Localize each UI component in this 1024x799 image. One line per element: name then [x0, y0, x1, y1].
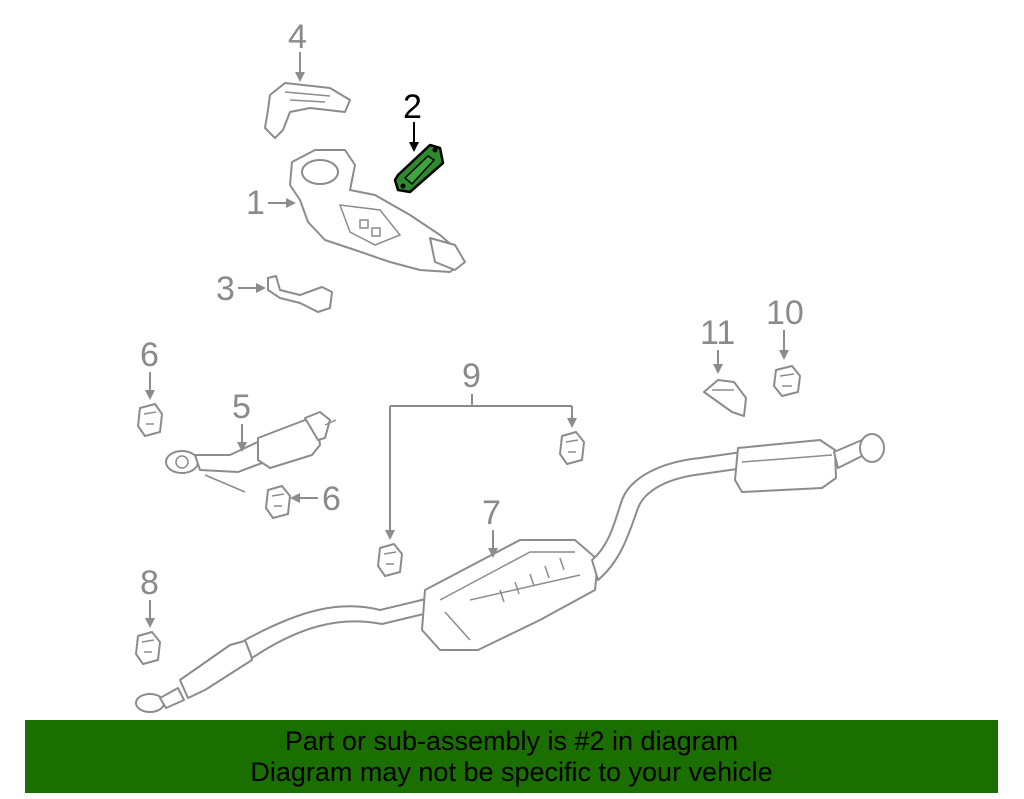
callout-7: 7	[482, 494, 501, 558]
callout-5: 5	[232, 388, 251, 452]
svg-text:5: 5	[232, 388, 251, 426]
part-9-hanger-right[interactable]	[559, 431, 585, 465]
svg-text:6: 6	[322, 480, 341, 518]
part-7-exhaust-pipe-muffler[interactable]	[135, 433, 885, 713]
callout-6-lower: 6	[290, 480, 341, 518]
svg-text:6: 6	[140, 336, 159, 374]
svg-text:4: 4	[288, 18, 307, 56]
callout-10: 10	[766, 294, 804, 360]
part-6-hanger-lower[interactable]	[265, 485, 291, 519]
part-5-front-pipe[interactable]	[165, 411, 337, 493]
svg-text:7: 7	[482, 494, 501, 532]
callout-8: 8	[140, 564, 159, 628]
info-banner: Part or sub-assembly is #2 in diagram Di…	[25, 720, 998, 793]
callout-11: 11	[700, 314, 735, 374]
part-9-hanger-left[interactable]	[377, 543, 403, 577]
banner-line-1: Part or sub-assembly is #2 in diagram	[284, 726, 739, 756]
part-4-heat-shield[interactable]	[264, 82, 351, 139]
svg-text:8: 8	[140, 564, 159, 602]
part-1-exhaust-manifold[interactable]	[289, 149, 466, 273]
part-11-bracket[interactable]	[703, 379, 747, 417]
part-8-hanger[interactable]	[135, 631, 161, 665]
svg-text:2: 2	[403, 88, 422, 126]
callout-9: 9	[385, 357, 577, 540]
part-10-hanger[interactable]	[773, 365, 801, 397]
callout-3: 3	[216, 270, 266, 308]
callout-2: 2	[403, 88, 422, 152]
part-6-hanger-upper[interactable]	[137, 403, 163, 437]
part-2-gasket[interactable]	[393, 143, 445, 194]
svg-text:11: 11	[700, 314, 735, 352]
svg-text:3: 3	[216, 270, 235, 308]
exhaust-parts-diagram: 4 1 2 3	[135, 18, 885, 713]
callout-1: 1	[246, 184, 296, 222]
svg-text:9: 9	[462, 357, 481, 395]
banner-line-2: Diagram may not be specific to your vehi…	[250, 757, 773, 787]
svg-text:1: 1	[246, 184, 265, 222]
part-3-bracket[interactable]	[267, 275, 333, 313]
callout-4: 4	[288, 18, 307, 82]
callout-6-upper: 6	[140, 336, 159, 400]
svg-text:10: 10	[766, 294, 804, 332]
